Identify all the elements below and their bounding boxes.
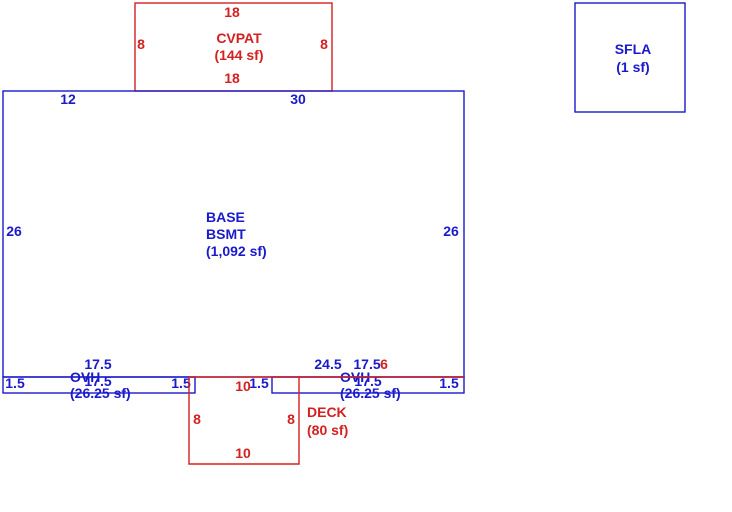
ovh-right-dim-left: 1.5	[249, 375, 269, 391]
bsmt-label: BSMT	[206, 226, 246, 242]
deck-dim-bottom: 10	[235, 445, 251, 461]
ovh-right-area: (26.25 sf)	[340, 385, 401, 401]
cvpat-dim-bottom: 18	[224, 70, 240, 86]
cvpat-dim-left: 8	[137, 36, 145, 52]
base-dim-left: 26	[6, 223, 22, 239]
deck-dim-right: 8	[287, 411, 295, 427]
base-dim-top-left: 12	[60, 91, 76, 107]
cvpat-label: CVPAT	[216, 30, 262, 46]
sfla-area: (1 sf)	[616, 59, 649, 75]
ovh-right-dim-top-b: 17.5	[353, 356, 380, 372]
base-dim-top-right: 30	[290, 91, 306, 107]
ovh-left-dim-top: 17.5	[84, 356, 111, 372]
sfla-label: SFLA	[615, 41, 652, 57]
sfla-outline	[574, 2, 686, 113]
ovh-left-label: OVH	[70, 369, 100, 385]
cvpat-area: (144 sf)	[214, 47, 263, 63]
ovh-left-dim-right: 1.5	[171, 375, 191, 391]
deck-area: (80 sf)	[307, 422, 348, 438]
cvpat-dim-top: 18	[224, 4, 240, 20]
ovh-left-area: (26.25 sf)	[70, 385, 131, 401]
deck-label: DECK	[307, 404, 347, 420]
deck-dim-top-right: 6	[380, 356, 388, 372]
ovh-left-dim-left: 1.5	[5, 375, 25, 391]
deck-dim-left: 8	[193, 411, 201, 427]
deck-outline	[188, 377, 300, 465]
ovh-right-dim-right: 1.5	[439, 375, 459, 391]
base-dim-right: 26	[443, 223, 459, 239]
ovh-left-dim-bottom: 17.5	[84, 373, 111, 389]
deck-dim-top: 10	[235, 378, 251, 394]
ovh-right-dim-top-a: 24.5	[314, 356, 341, 372]
base-label: BASE	[206, 209, 245, 225]
ovh-left-outline	[2, 376, 196, 394]
base-area: (1,092 sf)	[206, 243, 267, 259]
cvpat-dim-right: 8	[320, 36, 328, 52]
